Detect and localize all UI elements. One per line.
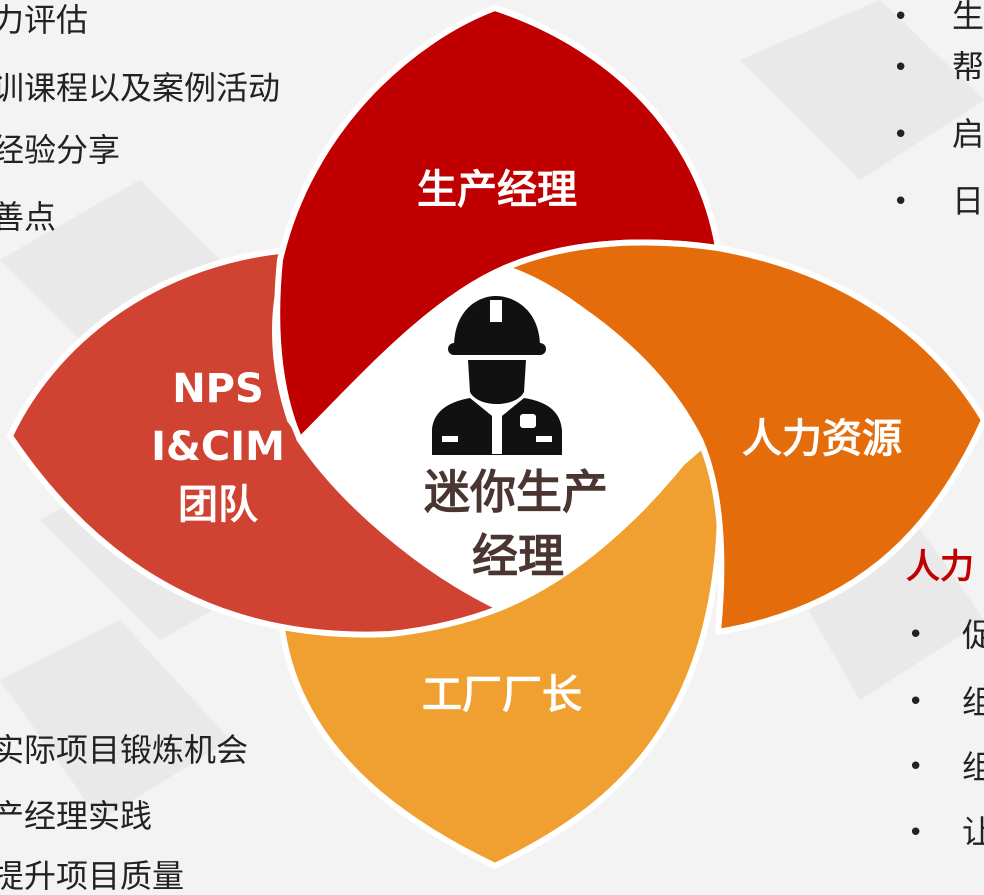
petal-top-label: 生产经理 [417, 167, 577, 213]
left-top-item-4: 善点 [0, 198, 57, 236]
right-bottom-bullet-2: • [908, 687, 924, 717]
petal-right-label: 人力资源 [742, 416, 902, 462]
left-top-item-3: 经验分享 [0, 131, 121, 169]
right-bottom-item-2: 组 [962, 683, 984, 721]
right-top-bullet-3: • [893, 120, 909, 150]
left-bottom-item-1: 实际项目锻炼机会 [0, 731, 249, 769]
right-top-bullet-1: • [893, 2, 909, 32]
hr-section-heading: 人力 [906, 547, 974, 587]
right-top-item-1: 生 [952, 0, 984, 35]
right-top-item-3: 启 [952, 115, 984, 153]
petal-bottom-label: 工厂厂长 [422, 672, 582, 718]
four-petal-diagram: 生产经理 NPS I&CIM 团队 人力资源 工厂厂长 迷你生产 经理 [7, 5, 984, 869]
right-bottom-bullet-3: • [908, 752, 924, 782]
center-label-line1: 迷你生产 [424, 465, 608, 519]
left-top-item-1: 能力评估 [0, 1, 89, 39]
right-bottom-bullet-1: • [908, 620, 924, 650]
petal-left-label-line1: NPS [172, 366, 264, 412]
right-bottom-item-3: 组 [962, 748, 984, 786]
right-bottom-item-1: 促 [962, 616, 984, 654]
center-label-line2: 经理 [472, 529, 564, 583]
left-bottom-item-3: 提升项目质量 [0, 857, 185, 895]
left-bottom-item-2: 产经理实践 [0, 797, 153, 835]
right-top-bullet-4: • [893, 187, 909, 217]
right-top-item-4: 日 [952, 182, 984, 220]
petal-left-label-line3: 团队 [178, 482, 259, 528]
left-top-item-2: 训课程以及案例活动 [0, 69, 281, 107]
right-top-item-2: 帮 [952, 48, 984, 86]
right-top-bullet-2: • [893, 53, 909, 83]
worker-icon [432, 296, 562, 455]
right-bottom-item-4: 让 [962, 813, 984, 851]
petal-left-label-line2: I&CIM [151, 424, 285, 470]
right-bottom-bullet-4: • [908, 818, 924, 848]
